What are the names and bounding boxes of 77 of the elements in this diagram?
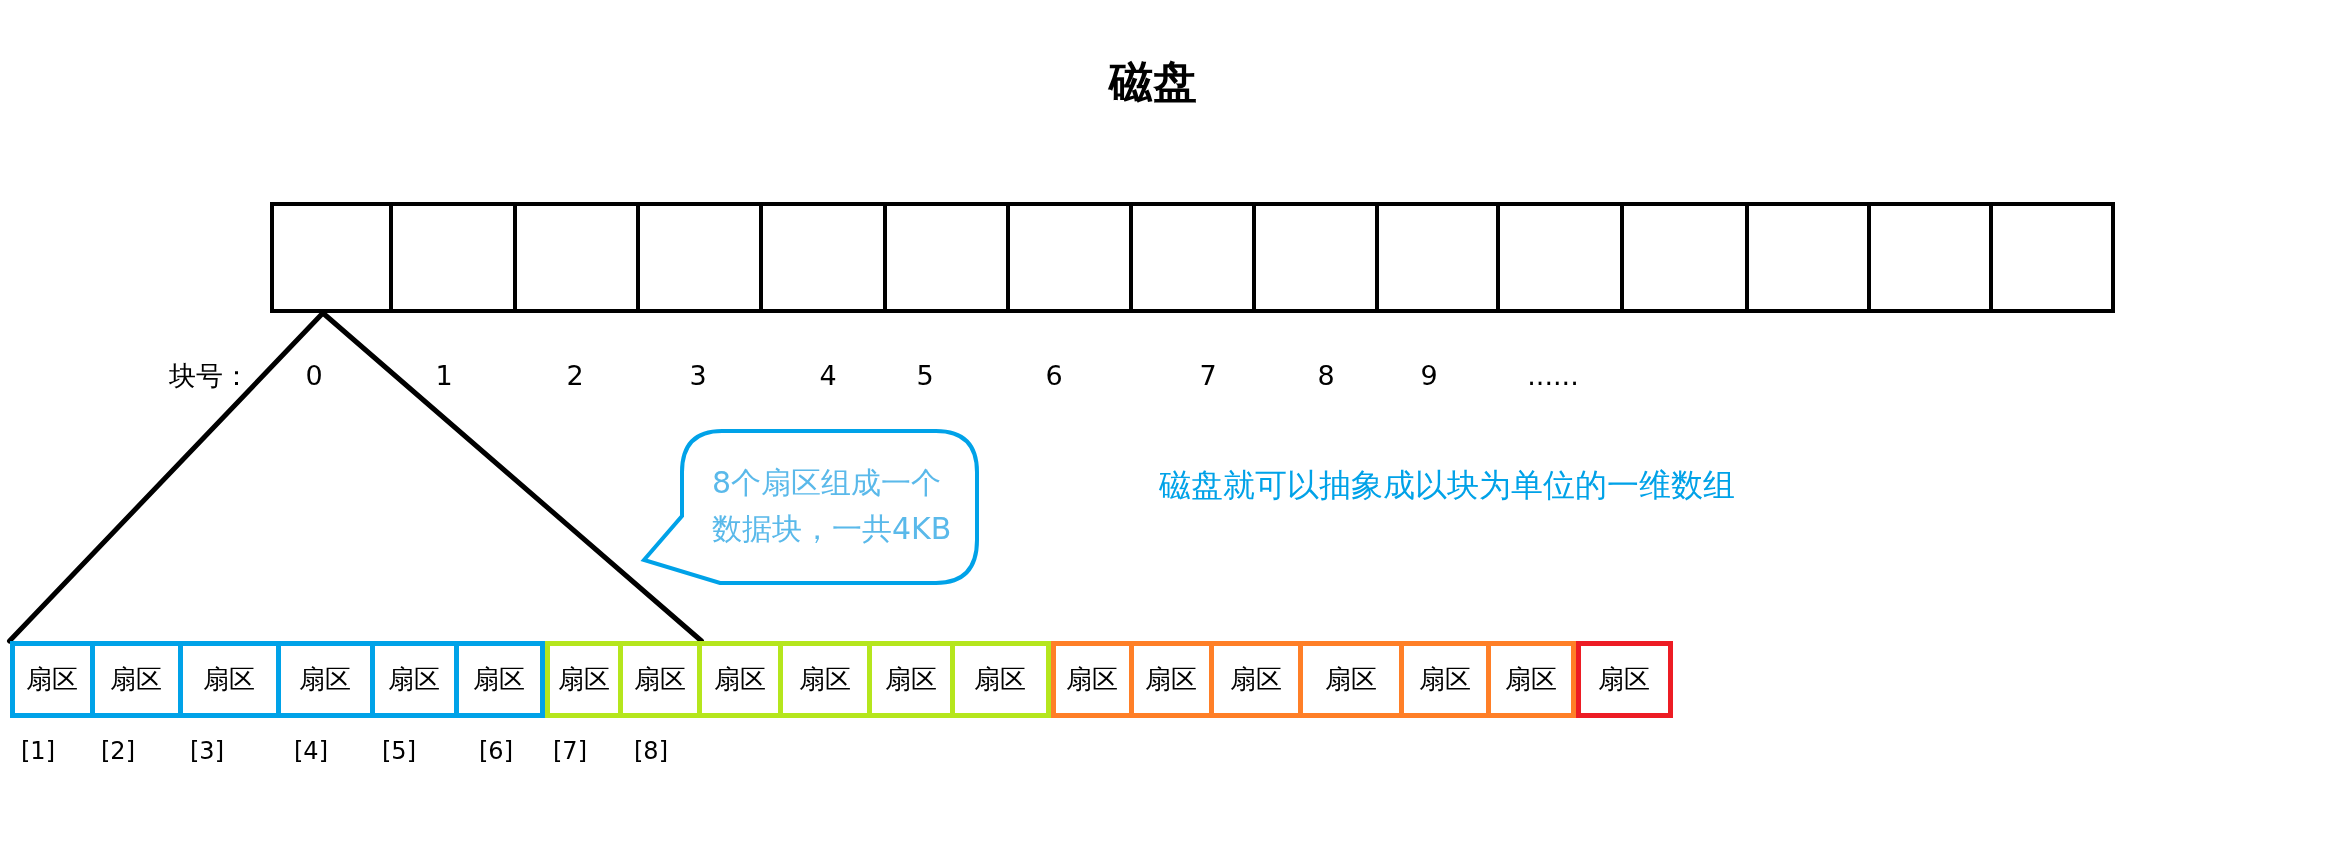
block-box: [1871, 202, 1993, 313]
sector-box: [94, 641, 183, 718]
sector-label: 扇区: [299, 663, 351, 696]
sector-index: [6]: [479, 736, 513, 766]
block-box: [1500, 202, 1624, 313]
sector-index: [8]: [634, 736, 668, 766]
row-label: 块号：: [168, 359, 250, 393]
block-box: [1133, 202, 1256, 313]
block-box: [393, 202, 517, 313]
sector-label: 扇区: [26, 663, 78, 696]
block-box: [763, 202, 887, 313]
sector-label: 扇区: [1324, 663, 1377, 696]
sector-box: [1403, 641, 1491, 718]
ellipsis-text: ......: [1527, 359, 1579, 393]
block-box: [1256, 202, 1379, 313]
sector-box: [1213, 641, 1303, 718]
block-box: [1010, 202, 1133, 313]
block-box: [517, 202, 640, 313]
block-box: [1749, 202, 1871, 313]
sector-label: 扇区: [884, 663, 937, 696]
block-number: 2: [566, 359, 584, 393]
sector-label: 扇区: [1145, 663, 1197, 696]
sector-box: [1050, 641, 1134, 718]
block-number: 7: [1199, 359, 1217, 393]
sector-box: [9, 641, 95, 718]
sector-box: [374, 641, 459, 718]
block-box: [640, 202, 763, 313]
block-box: [887, 202, 1010, 313]
sector-box: [1302, 641, 1404, 718]
sector-label: 扇区: [1418, 663, 1471, 696]
sector-label: 扇区: [1066, 663, 1118, 696]
speech-bubble: [640, 428, 980, 586]
sector-box: [954, 641, 1051, 718]
block-box: [1379, 202, 1500, 313]
sector-label: 扇区: [798, 663, 851, 696]
sector-index: [3]: [190, 736, 224, 766]
sector-label: 扇区: [203, 663, 255, 696]
sector-box: [1490, 641, 1576, 718]
sector-label: 扇区: [713, 663, 766, 696]
sector-index: [7]: [553, 736, 587, 766]
sector-box: [782, 641, 872, 718]
sector-label: 扇区: [974, 663, 1026, 696]
block-number: 9: [1420, 359, 1438, 393]
block-number: 8: [1317, 359, 1335, 393]
sector-box: [1575, 641, 1673, 718]
sector-index: [4]: [294, 736, 328, 766]
sector-label: 扇区: [110, 663, 162, 696]
sector-box: [871, 641, 955, 718]
sector-box: [280, 641, 375, 718]
sector-box: [182, 641, 281, 718]
sector-box: [544, 641, 623, 718]
sector-box: [1133, 641, 1214, 718]
sector-label: 扇区: [633, 663, 686, 696]
block-number: 6: [1045, 359, 1063, 393]
sector-label: 扇区: [1229, 663, 1282, 696]
sector-box: [458, 641, 545, 718]
block-box: [270, 202, 393, 313]
block-number: 3: [689, 359, 707, 393]
note-text: 磁盘就可以抽象成以块为单位的一维数组: [1159, 465, 1735, 505]
sector-label: 扇区: [557, 663, 610, 696]
sector-box: [622, 641, 702, 718]
sector-index: [5]: [382, 736, 416, 766]
sector-label: 扇区: [1598, 663, 1650, 696]
sector-box: [701, 641, 783, 718]
sector-index: [2]: [101, 736, 135, 766]
sector-index: [1]: [21, 736, 55, 766]
block-box: [1624, 202, 1749, 313]
block-number: 0: [305, 359, 323, 393]
block-number: 5: [916, 359, 934, 393]
sector-label: 扇区: [473, 663, 525, 696]
block-number: 1: [435, 359, 453, 393]
block-number: 4: [819, 359, 837, 393]
sector-label: 扇区: [388, 663, 440, 696]
sector-label: 扇区: [1504, 663, 1557, 696]
bubble-text: 8个扇区组成一个数据块，一共4KB: [712, 464, 953, 548]
block-box: [1993, 202, 2115, 313]
title: 磁盘: [1109, 55, 1197, 109]
